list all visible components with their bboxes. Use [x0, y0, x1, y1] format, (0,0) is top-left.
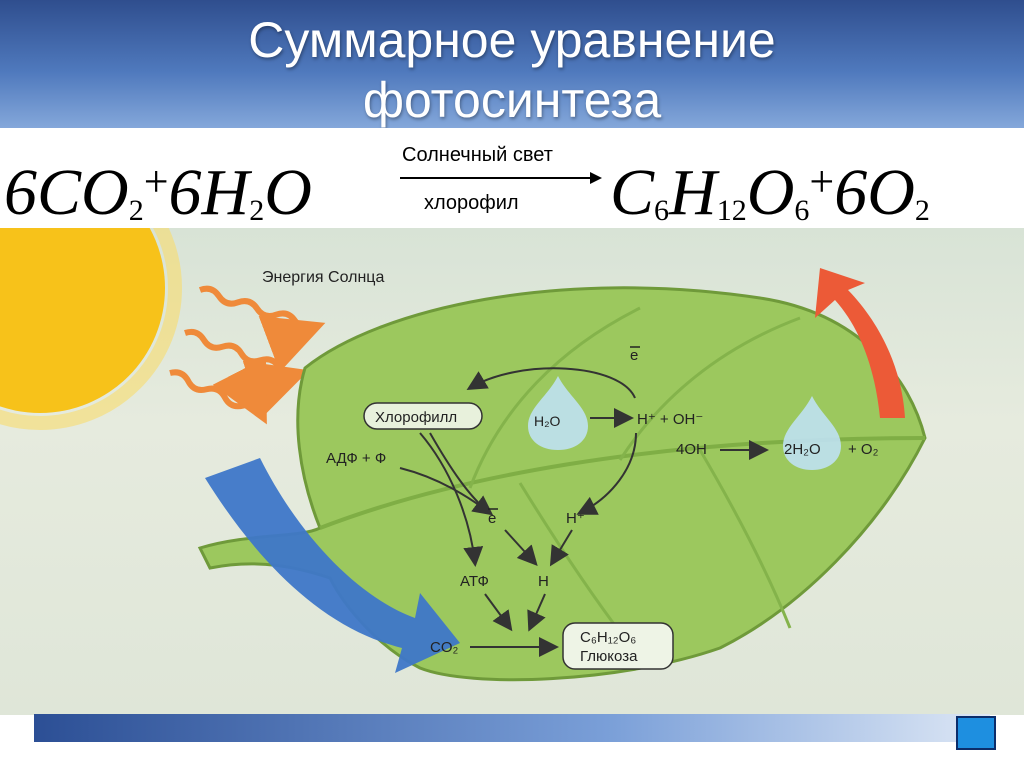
photosynthesis-diagram: Энергия Солнца e Хлорофилл H₂O H⁺ + OH⁻ …: [0, 228, 1024, 715]
sun-icon: [0, 228, 165, 413]
reaction-condition-chlorophyll: хлорофил: [424, 192, 519, 214]
electron-arrow-top: [466, 367, 636, 399]
reactant-h2o-tail: O: [264, 156, 312, 229]
reaction-condition-light: Солнечный свет: [402, 144, 553, 166]
product-glucose-o-sub: 6: [794, 194, 810, 227]
reaction-arrow: [400, 177, 592, 179]
reactant-co2-sub: 2: [128, 194, 144, 227]
co2-label: CO₂: [430, 639, 459, 656]
plus-sign: +: [143, 157, 169, 206]
plus-o2-label: + O₂: [848, 441, 879, 458]
hplus-to-h-arrow: [549, 529, 573, 567]
chlorophyll-label: Хлорофилл: [375, 409, 457, 426]
four-oh-label: 4OH: [676, 441, 707, 458]
slide-title-line2: фотосинтеза: [362, 72, 662, 128]
reactant-co2: 6CO: [4, 156, 129, 229]
electron-mid-label: e: [488, 510, 496, 527]
product-glucose-h-sub: 12: [716, 194, 747, 227]
footer-bar: [34, 714, 990, 742]
chlorophyll-box: [363, 402, 483, 430]
light-ray-arrow-1: [198, 285, 326, 373]
photosynthesis-equation: 6CO2+6H2O Солнечный свет хлорофил C6H12O…: [0, 128, 1024, 229]
chlorophyll-electron-arrow: [429, 432, 491, 514]
glucose-formula-label: C₆H₁₂O₆: [580, 629, 636, 646]
product-glucose-c-sub: 6: [654, 194, 670, 227]
h2o-label: H₂O: [534, 413, 561, 429]
slide-title-line1: Суммарное уравнение: [248, 12, 776, 68]
leaf-vein: [698, 449, 792, 629]
water-drop-icon-2: [783, 396, 841, 470]
reactant-h2o: 6H: [168, 156, 250, 229]
corner-square: [956, 716, 996, 750]
product-oxygen-sub: 2: [914, 194, 930, 227]
electron-top-label: e: [630, 347, 638, 364]
h-oh-label: H⁺ + OH⁻: [637, 411, 703, 428]
atp-label: АТФ: [460, 573, 489, 590]
reactant-h2o-sub: 2: [249, 194, 265, 227]
equation-reactants: 6CO2+6H2O: [4, 142, 312, 251]
product-glucose-o: O: [746, 156, 795, 229]
chlorophyll-to-atp-arrow: [419, 432, 484, 567]
equation-products: C6H12O6+6O2: [610, 142, 930, 251]
plus-sign-2: +: [809, 157, 835, 206]
diagram-canvas: Энергия Солнца e Хлорофилл H₂O H⁺ + OH⁻ …: [0, 228, 927, 682]
glucose-label: Глюкоза: [580, 648, 638, 665]
oxygen-outflow-arrow: [815, 268, 905, 418]
adp-label: АДФ + Ф: [326, 450, 386, 467]
product-oxygen: 6O: [834, 156, 915, 229]
atp-arrow: [484, 593, 513, 632]
glucose-box: [562, 622, 674, 670]
water-drop-icon: [528, 376, 588, 450]
electron-to-h-arrow: [504, 529, 538, 566]
h-label: H: [538, 573, 549, 590]
light-ray-arrow-3: [169, 357, 267, 425]
leaf-shape: [197, 286, 927, 682]
leaf-vein: [468, 306, 641, 489]
product-glucose-c: C: [610, 156, 655, 229]
title-banner: Суммарное уравнение фотосинтеза: [0, 0, 1024, 130]
co2-inflow-arrow: [205, 458, 460, 673]
sun-glow: [0, 228, 182, 430]
h-arrow: [527, 593, 546, 632]
slide-title: Суммарное уравнение фотосинтеза: [0, 10, 1024, 130]
product-glucose-h: H: [669, 156, 717, 229]
hplus-arrow: [576, 432, 637, 515]
two-h2o-label: 2H₂O: [784, 441, 821, 458]
sun-energy-label: Энергия Солнца: [262, 269, 384, 286]
light-ray-arrow-2: [184, 328, 310, 418]
reaction-arrow-head: [590, 172, 602, 184]
